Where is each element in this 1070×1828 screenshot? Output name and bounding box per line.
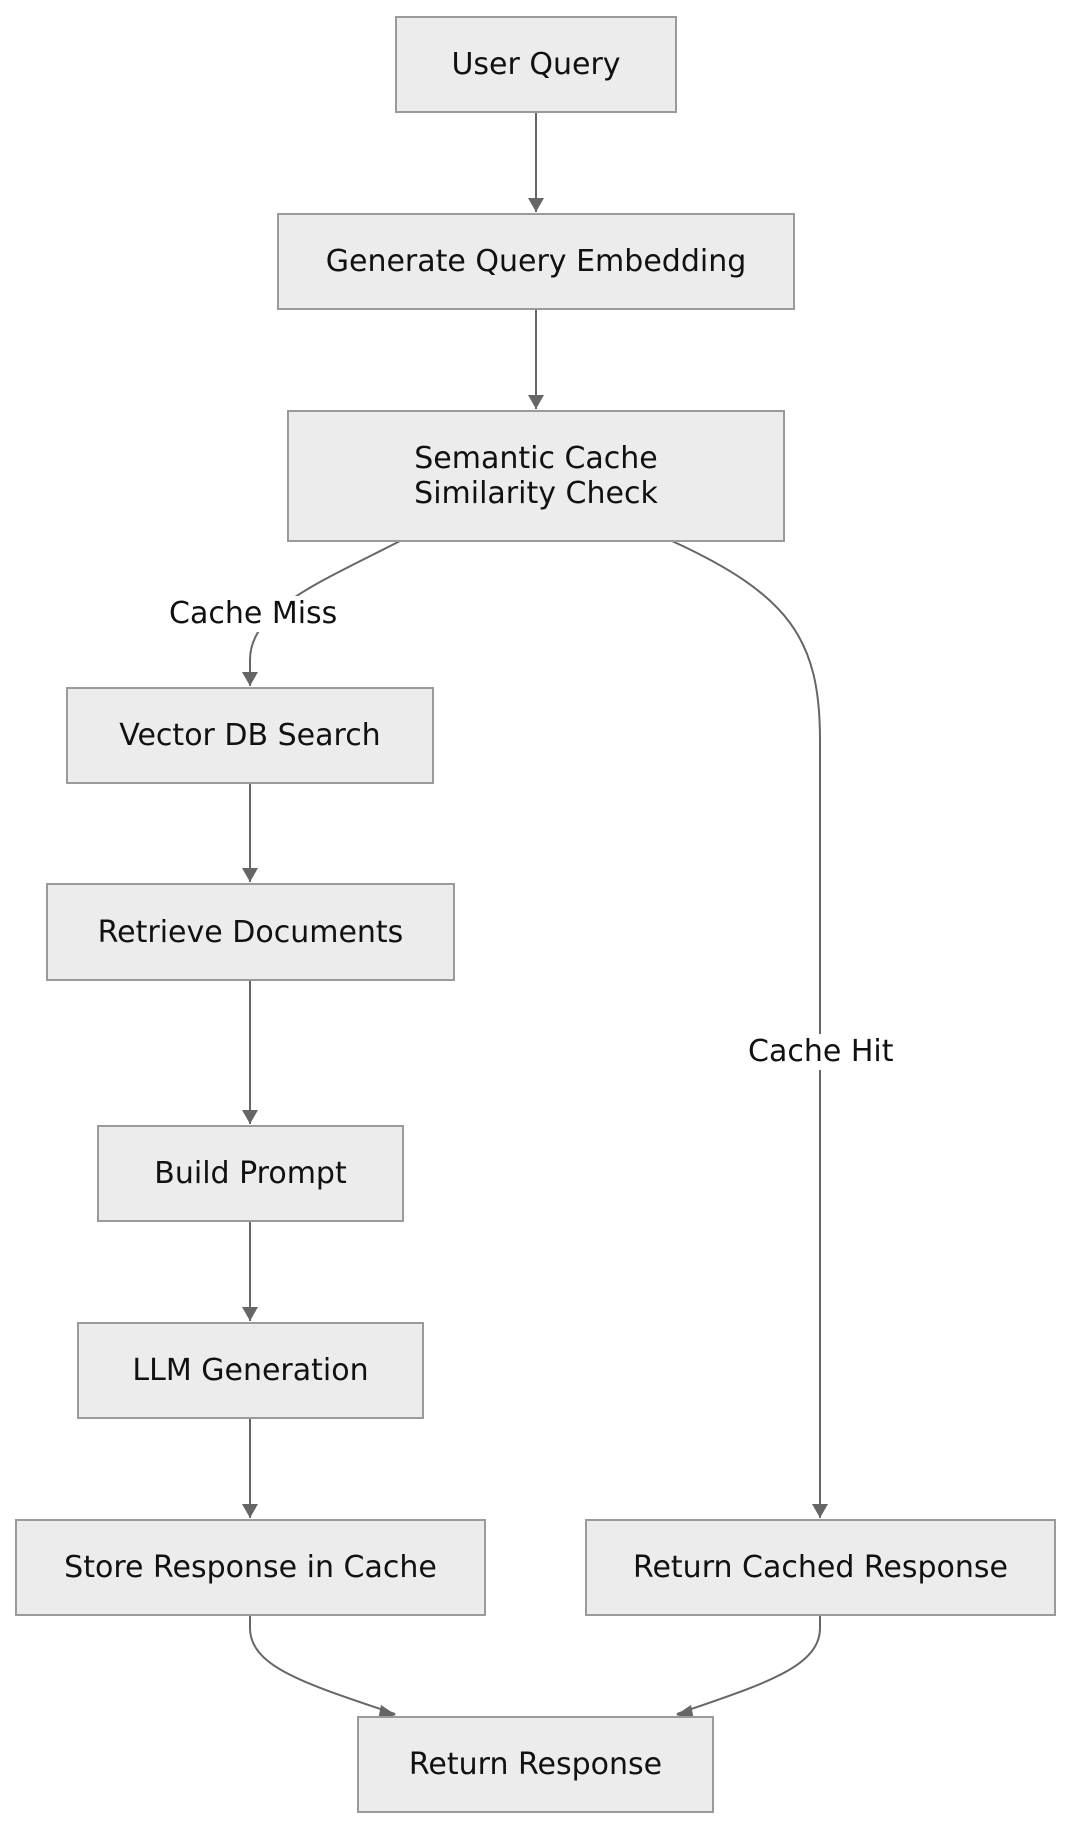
arrowhead-vector-search — [242, 672, 258, 686]
arrowhead-embedding — [528, 198, 544, 212]
arrowhead-store — [242, 1504, 258, 1518]
node-user-query-label: User Query — [451, 47, 621, 82]
node-return-cached: Return Cached Response — [585, 1519, 1056, 1616]
arrowhead-retrieve — [242, 868, 258, 882]
edge-cache-hit — [671, 540, 821, 1518]
node-return-cached-label: Return Cached Response — [632, 1550, 1009, 1585]
node-retrieve-documents-label: Retrieve Documents — [97, 914, 404, 950]
node-vector-search: Vector DB Search — [66, 687, 434, 784]
arrowhead-cache-check — [528, 395, 544, 409]
node-cache-check-label: Semantic Cache Similarity Check — [414, 441, 658, 511]
node-generate-embedding-label: Generate Query Embedding — [325, 244, 747, 279]
edge-label-cache-hit: Cache Hit — [746, 1034, 896, 1070]
node-llm-generation: LLM Generation — [77, 1322, 424, 1419]
node-build-prompt: Build Prompt — [97, 1125, 404, 1222]
edge-cached-to-return — [676, 1615, 821, 1715]
node-retrieve-documents: Retrieve Documents — [46, 883, 455, 981]
node-cache-check: Semantic Cache Similarity Check — [287, 410, 785, 542]
arrowhead-llm — [242, 1307, 258, 1321]
node-llm-generation-label: LLM Generation — [132, 1353, 369, 1388]
node-store-response-label: Store Response in Cache — [64, 1550, 437, 1585]
node-return-response: Return Response — [357, 1716, 714, 1813]
edge-label-cache-miss: Cache Miss — [167, 596, 340, 632]
arrowhead-build-prompt — [242, 1110, 258, 1124]
node-generate-embedding: Generate Query Embedding — [277, 213, 795, 310]
node-build-prompt-label: Build Prompt — [154, 1156, 347, 1191]
node-return-response-label: Return Response — [408, 1747, 663, 1782]
arrowhead-return-cached — [812, 1504, 828, 1518]
node-vector-search-label: Vector DB Search — [119, 718, 381, 753]
edge-store-to-return — [249, 1615, 396, 1715]
node-store-response: Store Response in Cache — [15, 1519, 486, 1616]
node-user-query: User Query — [395, 16, 677, 113]
